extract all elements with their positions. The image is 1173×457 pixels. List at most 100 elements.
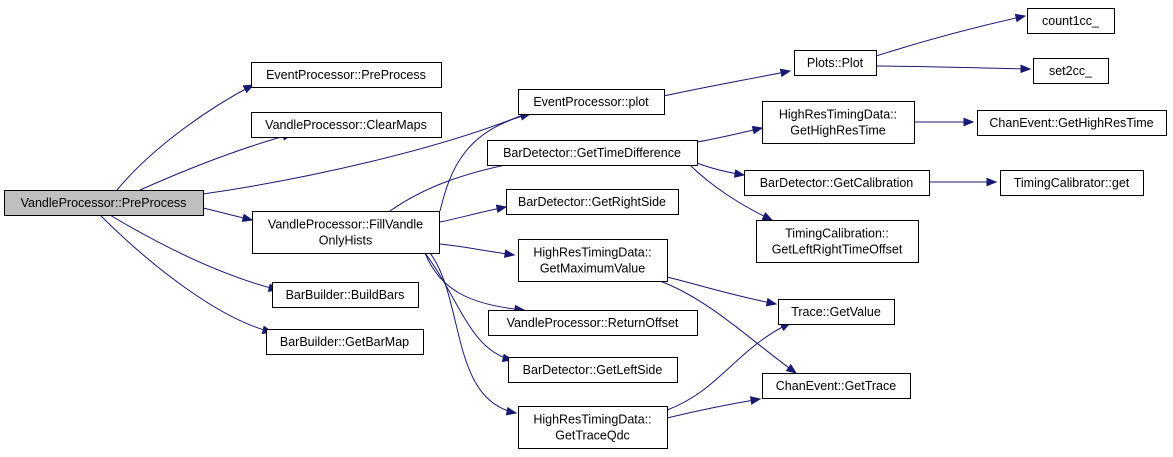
- edge-line: [202, 111, 531, 195]
- node-bb-buildbars[interactable]: BarBuilder::BuildBars: [272, 282, 419, 308]
- node-tc-get[interactable]: TimingCalibrator::get: [1000, 170, 1144, 196]
- node-ce-gethighrestime[interactable]: ChanEvent::GetHighResTime: [977, 110, 1167, 136]
- arrowhead-icon: [503, 249, 516, 258]
- edge-line: [439, 206, 507, 223]
- edge-hrtd_gettraceqdc-to-ce_gettrace: [666, 396, 762, 419]
- node-box: [4, 190, 204, 216]
- arrowhead-icon: [986, 177, 998, 187]
- edge-bd_gettimediff-to-bd_getcalibration: [696, 162, 746, 178]
- edge-line: [424, 252, 513, 361]
- node-box: [977, 110, 1167, 136]
- node-label: VandleProcessor::FillVandle: [268, 218, 423, 232]
- node-box: [762, 373, 911, 399]
- arrowhead-icon: [779, 68, 792, 78]
- node-box: [488, 310, 698, 336]
- node-ce-gettrace[interactable]: ChanEvent::GetTrace: [762, 373, 911, 399]
- edge-line: [99, 214, 273, 333]
- edge-bd_gettimediff-to-hrtd_gethighrestime: [696, 125, 764, 143]
- arrowhead-icon: [1014, 13, 1027, 23]
- node-bd-getleftside[interactable]: BarDetector::GetLeftSide: [508, 357, 678, 383]
- edge-vp_preprocess-to-ep_preprocess: [116, 84, 255, 191]
- edge-line: [663, 70, 791, 97]
- node-tcal-getlrto[interactable]: TimingCalibration::GetLeftRightTimeOffse…: [756, 220, 919, 263]
- node-label: VandleProcessor::ClearMaps: [265, 118, 427, 132]
- node-box: [1000, 170, 1144, 196]
- edge-line: [439, 243, 515, 256]
- node-box: [518, 406, 668, 449]
- edge-line: [429, 252, 517, 414]
- edge-vp_fillvandle-to-hrtd_getmaxvalue: [439, 243, 516, 258]
- node-label: VandleProcessor::PreProcess: [21, 196, 187, 210]
- node-vp-returnoffset[interactable]: VandleProcessor::ReturnOffset: [488, 310, 698, 336]
- call-edges: [99, 13, 1032, 419]
- edge-bd_gettimediff-to-tcal_getlrto: [689, 164, 774, 221]
- node-label: VandleProcessor::ReturnOffset: [507, 316, 679, 330]
- node-vp-clearmaps[interactable]: VandleProcessor::ClearMaps: [251, 112, 442, 138]
- node-ep-preprocess[interactable]: EventProcessor::PreProcess: [251, 62, 442, 88]
- node-hrtd-gettraceqdc[interactable]: HighResTimingData::GetTraceQdc: [518, 406, 668, 449]
- node-bd-gettimediff[interactable]: BarDetector::GetTimeDifference: [487, 140, 698, 166]
- node-count1cc[interactable]: count1cc_: [1027, 8, 1115, 34]
- arrowhead-icon: [785, 363, 798, 374]
- arrowhead-icon: [963, 117, 975, 127]
- edge-vp_preprocess-to-vp_fillvandle: [202, 207, 254, 223]
- node-plots-plot[interactable]: Plots::Plot: [794, 50, 877, 76]
- node-label: BarBuilder::GetBarMap: [280, 335, 409, 349]
- edge-vp_fillvandle-to-bd_getrightside: [439, 204, 508, 223]
- node-label: BarDetector::GetRightSide: [518, 195, 666, 209]
- node-box: [508, 357, 678, 383]
- arrowhead-icon: [242, 84, 255, 94]
- edge-hrtd_getmaxvalue-to-ce_gettrace: [659, 280, 798, 374]
- node-label: BarDetector::GetLeftSide: [523, 363, 663, 377]
- node-hrtd-gethighrestime[interactable]: HighResTimingData::GetHighResTime: [762, 101, 915, 144]
- node-box: [518, 239, 668, 282]
- function-nodes: VandleProcessor::PreProcess EventProcesso…: [4, 8, 1167, 449]
- node-ep-plot[interactable]: EventProcessor::plot: [518, 89, 665, 115]
- node-box: [506, 189, 679, 215]
- edge-hrtd_gethighrestime-to-ce_gethighrestime: [914, 117, 975, 127]
- node-hrtd-getmaxvalue[interactable]: HighResTimingData::GetMaximumValue: [518, 239, 668, 282]
- edge-vp_fillvandle-to-bd_getleftside: [424, 252, 514, 363]
- edge-vp_fillvandle-to-hrtd_gettraceqdc: [429, 252, 518, 416]
- arrowhead-icon: [765, 297, 778, 307]
- node-label: BarDetector::GetCalibration: [760, 176, 914, 190]
- node-box: [756, 220, 919, 263]
- node-label: GetTraceQdc: [555, 429, 630, 443]
- edge-bd_getcalibration-to-tc_get: [929, 177, 998, 187]
- edge-line: [696, 127, 763, 143]
- edge-line: [109, 214, 279, 291]
- edge-line: [424, 252, 525, 311]
- node-label: GetMaximumValue: [540, 262, 645, 276]
- arrowhead-icon: [1020, 64, 1032, 74]
- arrowhead-icon: [495, 204, 508, 214]
- node-label: BarBuilder::BuildBars: [286, 288, 405, 302]
- node-set2cc[interactable]: set2cc_: [1033, 58, 1109, 84]
- edge-line: [666, 276, 777, 305]
- arrowhead-icon: [505, 406, 518, 416]
- edge-line: [689, 164, 773, 221]
- node-label: ChanEvent::GetTrace: [776, 379, 896, 393]
- node-label: HighResTimingData::: [533, 413, 651, 427]
- node-label: OnlyHists: [319, 234, 372, 248]
- edge-line: [659, 280, 797, 374]
- edge-plots_plot-to-count1cc: [875, 13, 1027, 57]
- node-bd-getrightside[interactable]: BarDetector::GetRightSide: [506, 189, 679, 215]
- edge-line: [666, 322, 791, 411]
- arrowhead-icon: [751, 125, 764, 135]
- node-bb-getbarmap[interactable]: BarBuilder::GetBarMap: [266, 329, 424, 355]
- node-box: [251, 112, 442, 138]
- node-box: [744, 170, 930, 196]
- node-box: [487, 140, 698, 166]
- edge-vp_preprocess-to-bb_getbarmap: [99, 214, 274, 335]
- node-label: Plots::Plot: [807, 56, 864, 70]
- node-bd-getcalibration[interactable]: BarDetector::GetCalibration: [744, 170, 930, 196]
- node-label: TimingCalibrator::get: [1014, 176, 1130, 190]
- node-label: HighResTimingData::: [533, 246, 651, 260]
- node-vp-preprocess[interactable]: VandleProcessor::PreProcess: [4, 190, 204, 216]
- node-box: [266, 329, 424, 355]
- node-label: GetHighResTime: [790, 124, 885, 138]
- edge-plots_plot-to-set2cc: [875, 64, 1032, 74]
- node-trace-getvalue[interactable]: Trace::GetValue: [778, 299, 895, 325]
